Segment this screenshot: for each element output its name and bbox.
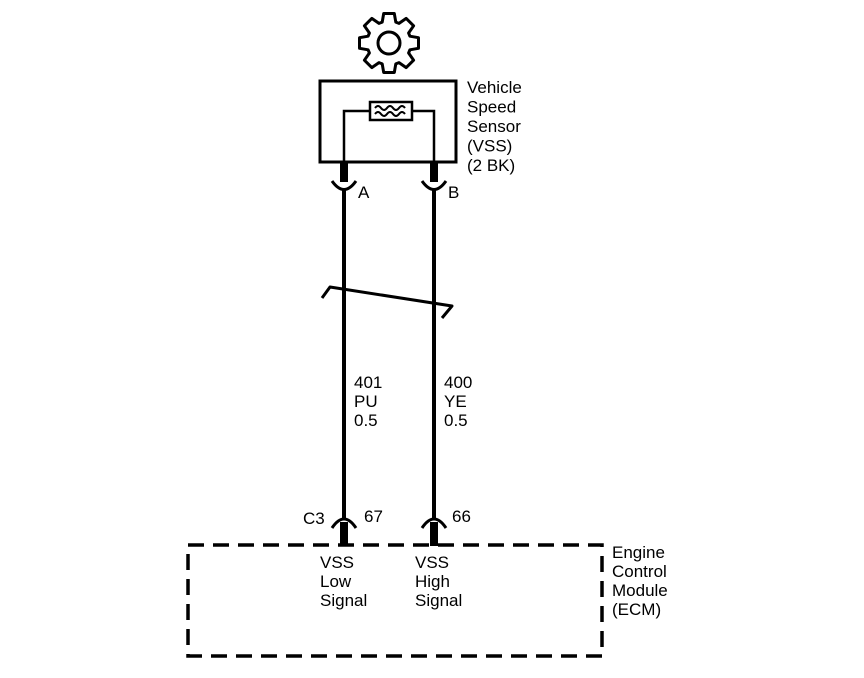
sensor-connector-a	[330, 180, 358, 191]
wire-break-symbol	[320, 285, 454, 319]
ecm-connector-label: C3	[303, 509, 325, 528]
sensor-pin-b-label: B	[448, 183, 459, 202]
wire-right-label: 400 YE 0.5	[444, 373, 477, 430]
ecm-connector-left	[330, 517, 358, 529]
ecm-pin-right-terminal	[430, 522, 438, 546]
ecm-signal-high: VSS High Signal	[415, 553, 462, 610]
sensor-connector-b	[420, 180, 448, 191]
ecm-signal-low: VSS Low Signal	[320, 553, 367, 610]
ecm-pin-right-label: 66	[452, 507, 471, 526]
sensor-pin-a-label: A	[358, 183, 370, 202]
ecm-pin-left-terminal	[340, 522, 348, 546]
gear-icon	[358, 12, 420, 74]
sensor-name: Vehicle Speed Sensor (VSS) (2 BK)	[467, 78, 527, 175]
ecm-box	[186, 543, 604, 658]
wire-left-label: 401 PU 0.5	[354, 373, 387, 430]
coil-icon	[368, 100, 414, 122]
ecm-connector-right	[420, 517, 448, 529]
sensor-box	[318, 79, 458, 164]
sensor-pin-b-terminal	[430, 162, 438, 182]
ecm-pin-left-label: 67	[364, 507, 383, 526]
sensor-pin-a-terminal	[340, 162, 348, 182]
sensor-internal-wire	[412, 109, 436, 172]
sensor-internal-wire	[342, 109, 370, 172]
ecm-name: Engine Control Module (ECM)	[612, 543, 673, 619]
